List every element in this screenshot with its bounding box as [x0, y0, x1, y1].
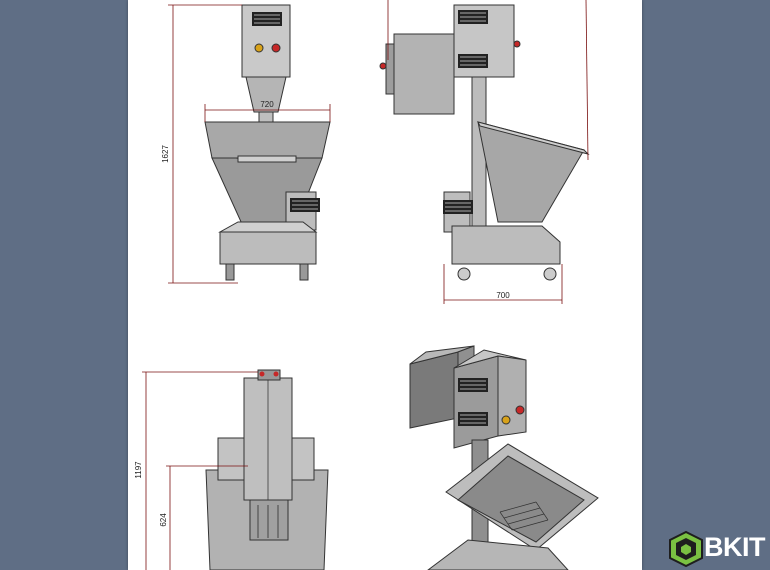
- front-view: [204, 4, 331, 281]
- front-dimension-lines: [168, 4, 331, 284]
- top-inner-dimension: 624: [159, 513, 168, 527]
- side-base-width-dimension: 700: [496, 291, 510, 300]
- side-view: [379, 4, 590, 281]
- isometric-view: [409, 345, 599, 570]
- logo-text: BKIT: [704, 532, 766, 562]
- bkit-logo: BKIT: [668, 528, 770, 570]
- front-height-dimension: 1627: [161, 145, 170, 163]
- top-view: [205, 369, 329, 570]
- top-overall-dimension: 1197: [134, 461, 143, 479]
- drawing-sheet: 1627 720: [128, 0, 642, 570]
- front-width-dimension: 720: [260, 100, 274, 109]
- top-dimension-lines: [142, 371, 258, 570]
- cube-icon: [669, 530, 703, 568]
- side-dimension-lines: [387, 0, 589, 304]
- technical-drawing: 1627 720: [134, 0, 599, 570]
